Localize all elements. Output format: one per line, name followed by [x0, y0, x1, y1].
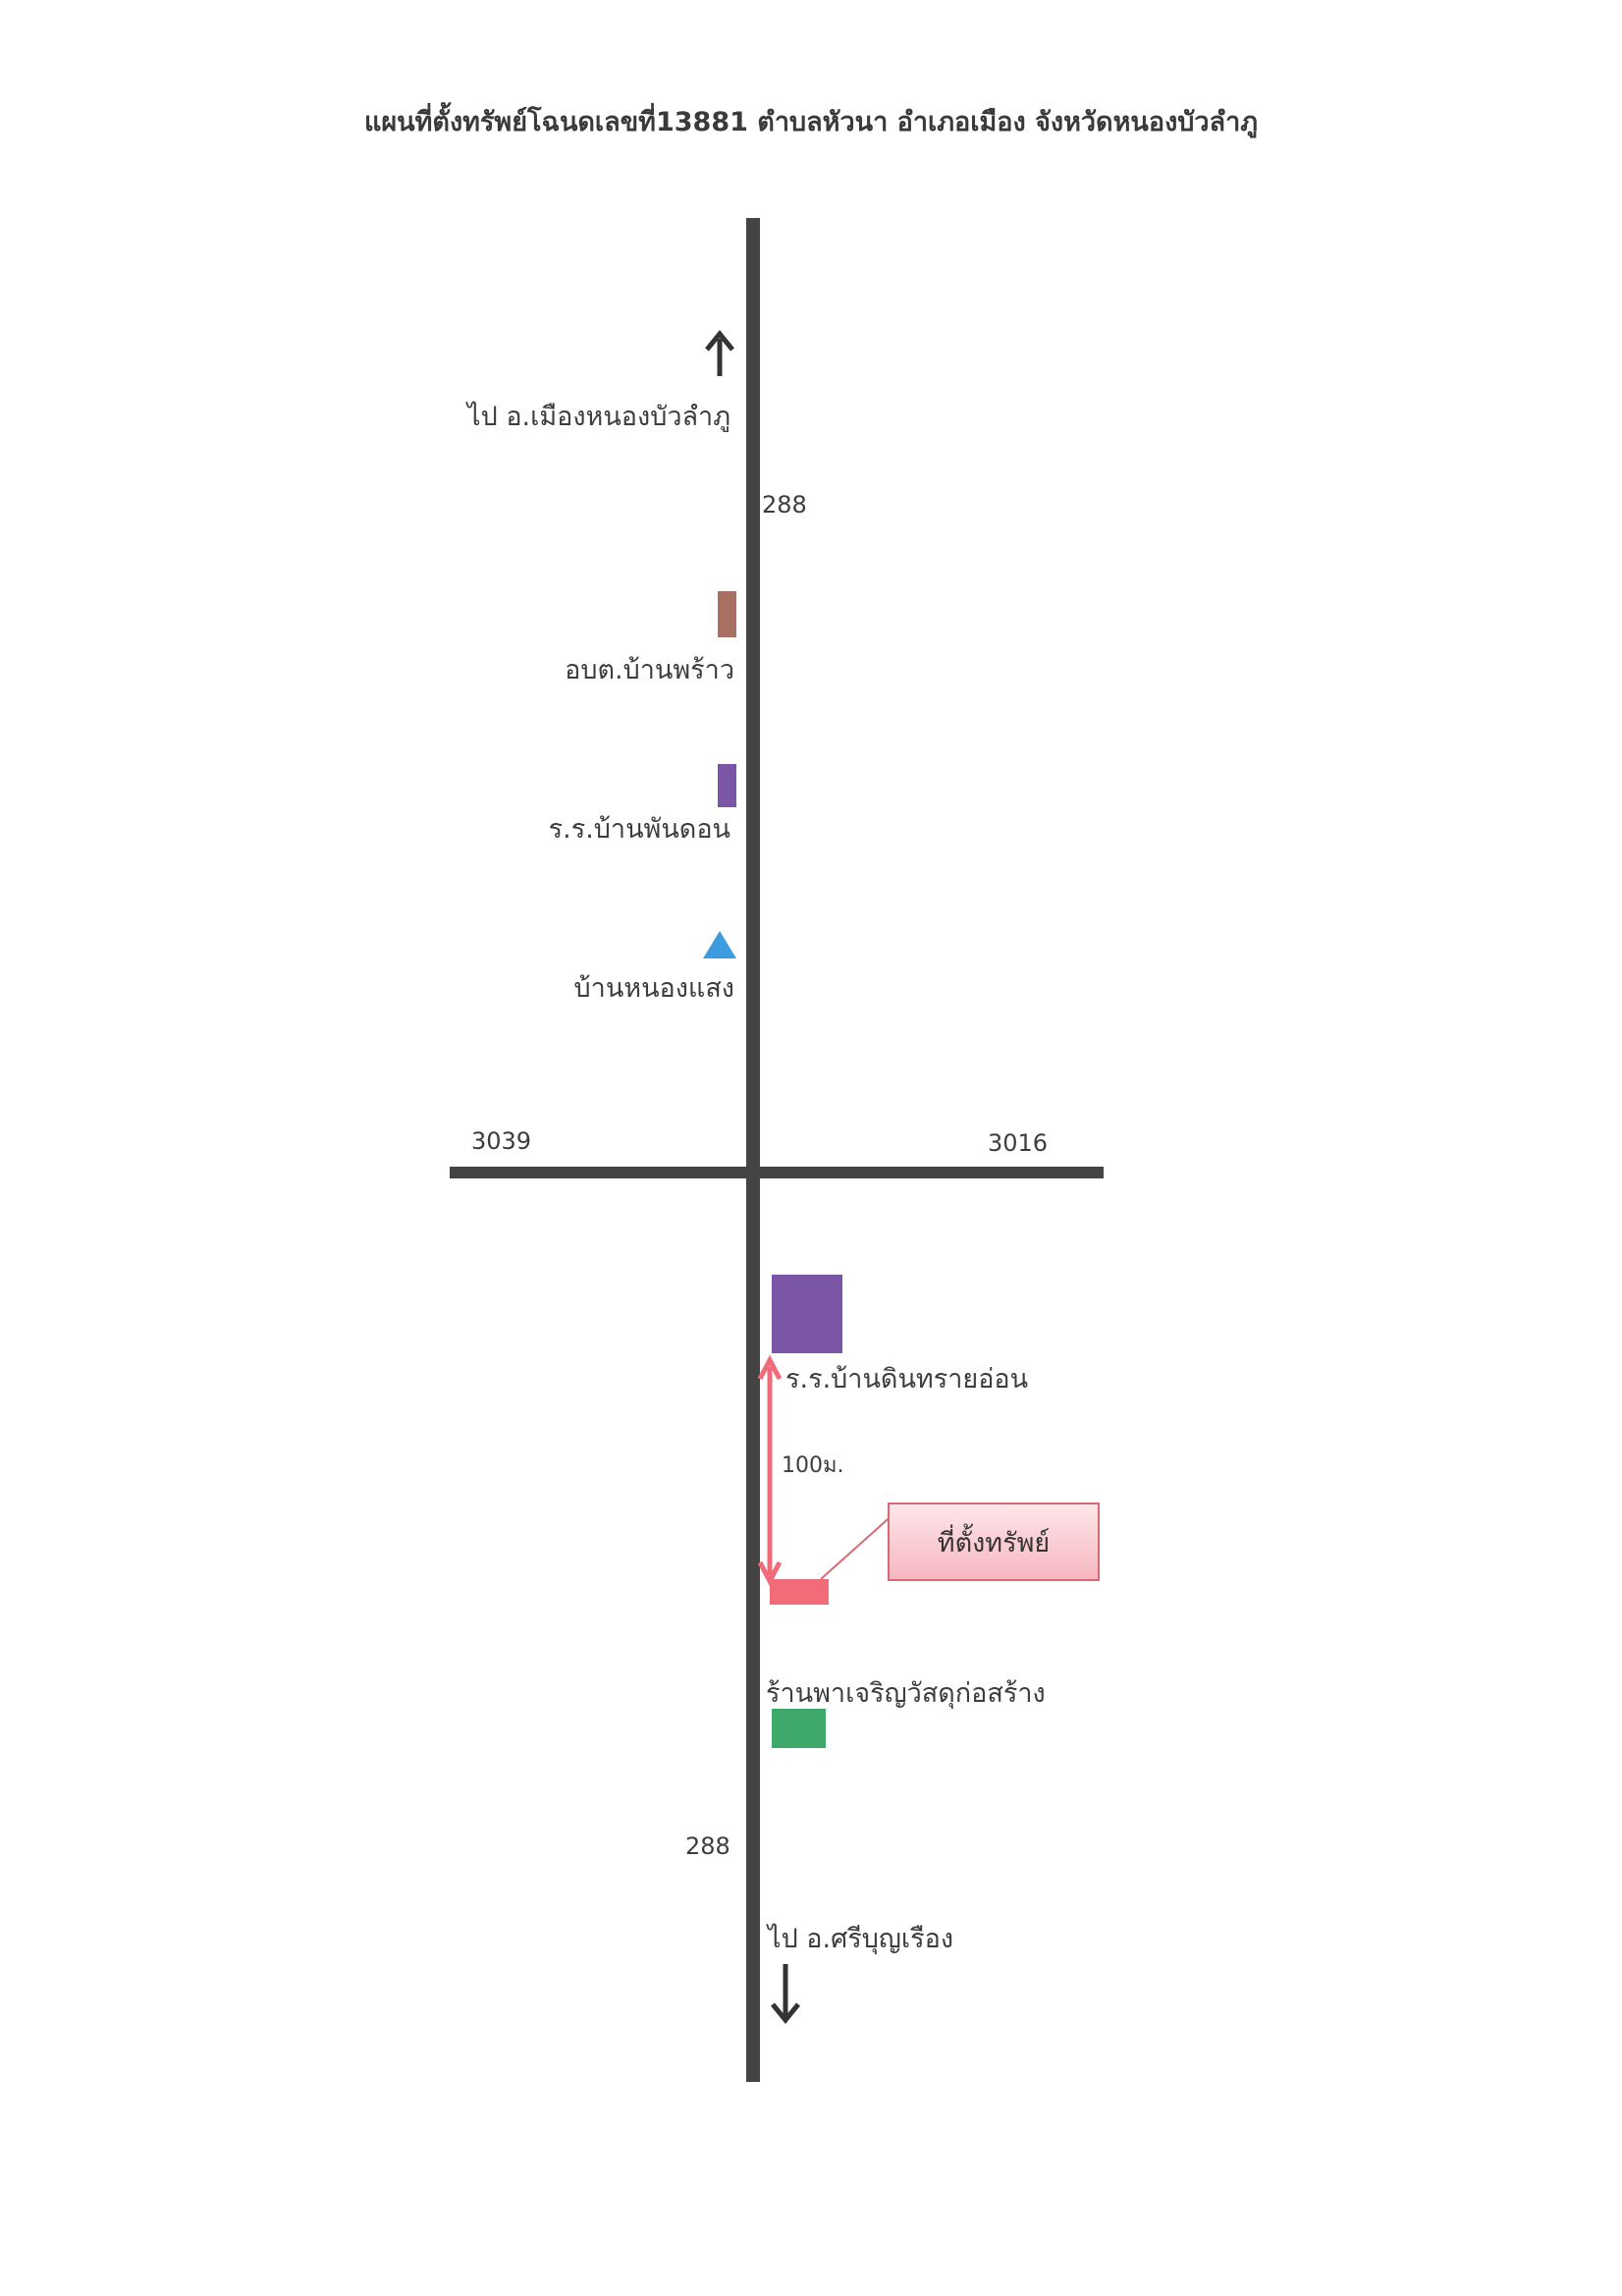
school-ban-din-sai-on-label: ร.ร.บ้านดินทรายอ่อน: [785, 1364, 1029, 1394]
sao-ban-phrao-marker: [718, 591, 736, 637]
shop-label: ร้านพาเจริญวัสดุก่อสร้าง: [766, 1678, 1046, 1709]
road-288-main: [746, 218, 760, 2082]
school-ban-phan-don-marker: [718, 764, 736, 807]
road-number-east: 3016: [988, 1129, 1049, 1157]
property-callout-label: ที่ตั้งทรัพย์: [937, 1527, 1051, 1558]
road-number-west: 3039: [471, 1127, 532, 1155]
direction-north-label: ไป อ.เมืองหนองบัวลำภู: [467, 402, 730, 432]
callout-leader-line: [820, 1511, 896, 1580]
property-callout: ที่ตั้งทรัพย์: [888, 1503, 1100, 1581]
road-number-south: 288: [685, 1832, 730, 1860]
school-ban-din-sai-on-marker: [772, 1275, 842, 1353]
property-marker: [770, 1579, 829, 1605]
ban-nong-saeng-label: บ้านหนองแสง: [573, 973, 734, 1004]
map-title: แผนที่ตั้งทรัพย์โฉนดเลขที่13881 ตำบลหัวน…: [363, 107, 1259, 137]
school-ban-phan-don-label: ร.ร.บ้านพันดอน: [548, 814, 730, 845]
direction-south-label: ไป อ.ศรีบุญเรือง: [768, 1924, 954, 1954]
sao-ban-phrao-label: อบต.บ้านพร้าว: [565, 655, 734, 685]
arrow-up-icon: [705, 330, 734, 376]
double-arrow-icon: [757, 1354, 783, 1587]
arrow-down-icon: [771, 1964, 800, 2024]
triangle-icon: [703, 931, 736, 958]
distance-label: 100ม.: [782, 1453, 844, 1478]
road-number-north: 288: [762, 491, 807, 519]
road-3039-3016-cross: [450, 1167, 1104, 1178]
shop-marker: [772, 1709, 826, 1748]
